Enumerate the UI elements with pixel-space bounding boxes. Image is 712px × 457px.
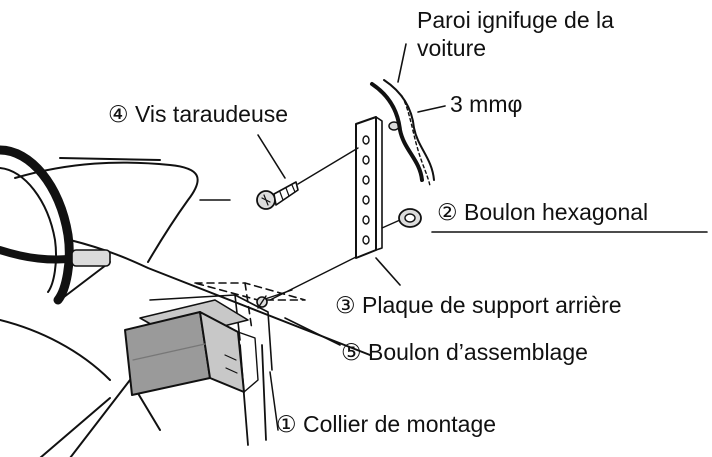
bolt-to-bracket-line: [269, 249, 371, 301]
label-diameter: 3 mmφ: [450, 91, 523, 117]
hex-bolt: [381, 208, 422, 229]
label-firewall-line1: Paroi ignifuge de la: [417, 7, 614, 33]
label-rear-support-bracket: ③ Plaque de support arrière: [335, 292, 622, 318]
screw-leader: [257, 134, 286, 179]
car-stereo-unit: [124, 299, 259, 396]
firewall-leader: [397, 43, 407, 83]
screw-to-bracket-line: [297, 147, 359, 185]
label-hex-bolt: ② Boulon hexagonal: [437, 199, 649, 225]
label-assembly-bolt: ⑤ Boulon d’assemblage: [341, 339, 588, 365]
bracket-leader: [375, 257, 401, 286]
steering-wheel: [0, 145, 111, 305]
assembly-bolt: [256, 289, 293, 309]
diameter-leader: [417, 105, 446, 113]
label-firewall-line2: voiture: [417, 35, 487, 61]
assembly-bolt-leader: [284, 317, 341, 346]
car-firewall: [370, 79, 435, 187]
self-tapping-screw: [256, 181, 299, 210]
label-mounting-sleeve: ① Collier de montage: [276, 411, 497, 437]
label-self-tapping-screw: ④ Vis taraudeuse: [108, 101, 289, 127]
rear-support-bracket: [355, 116, 383, 259]
